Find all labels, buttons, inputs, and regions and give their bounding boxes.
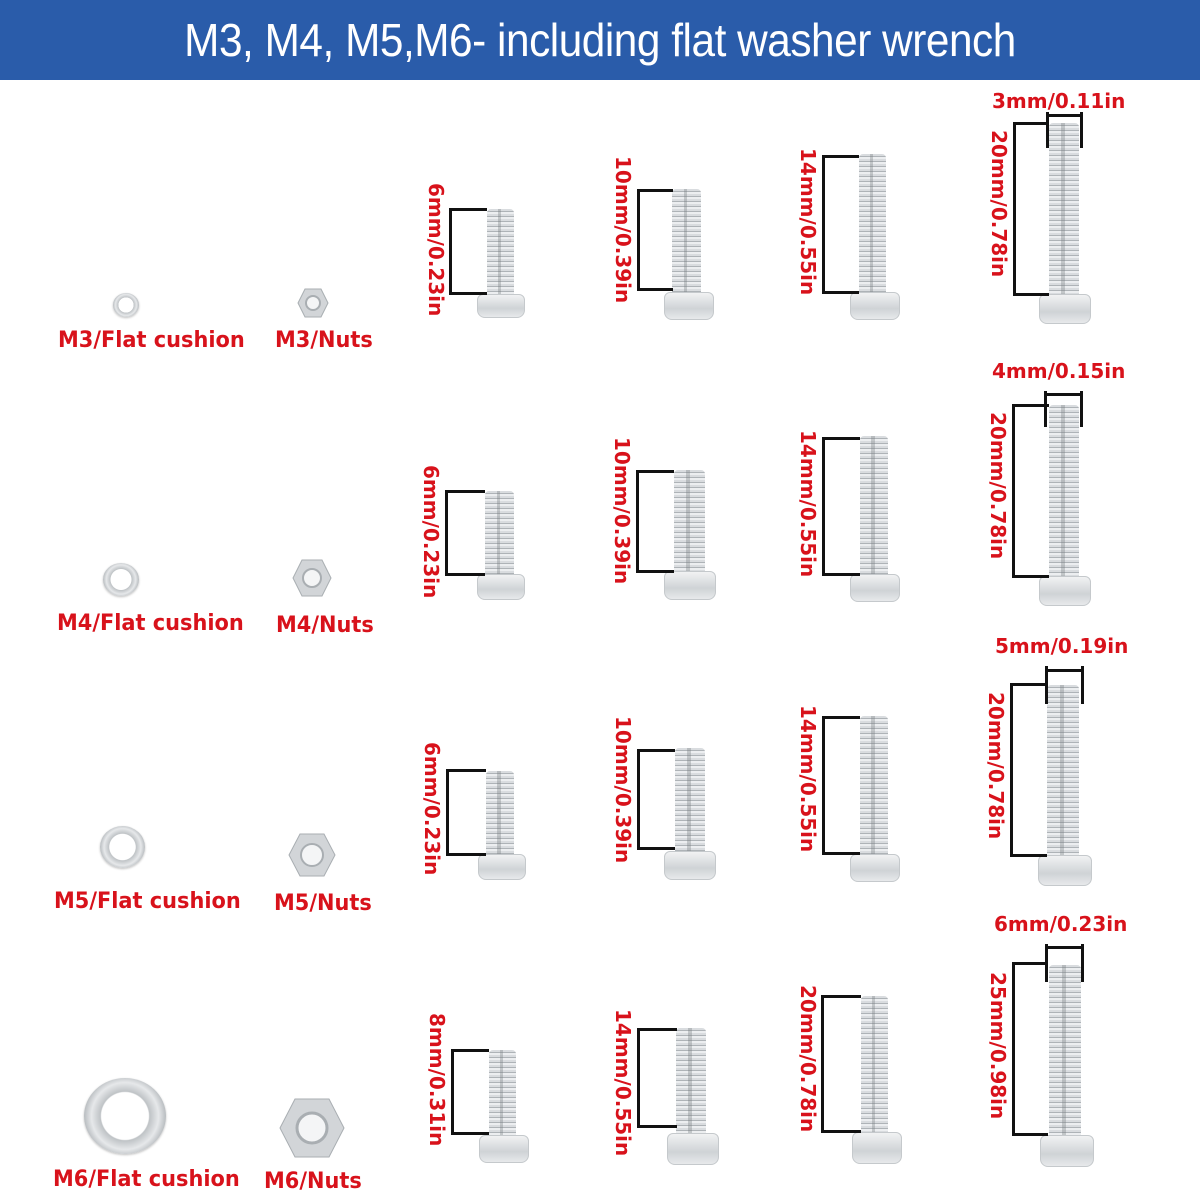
washer-label-m6: M6/Flat cushion xyxy=(53,1167,240,1192)
washer-label-m3: M3/Flat cushion xyxy=(58,328,245,353)
dimension-line xyxy=(1012,1133,1048,1136)
dimension-line xyxy=(637,288,673,291)
dimension-line xyxy=(822,155,859,158)
length-label: 14mm/0.55in xyxy=(796,705,820,853)
dimension-line xyxy=(1010,683,1047,686)
dimension-line xyxy=(637,1028,677,1031)
dimension-line xyxy=(636,470,639,572)
dimension-line xyxy=(822,437,825,575)
washer-m3-image xyxy=(113,293,139,317)
washer-m4-image xyxy=(103,563,139,596)
diameter-label: 4mm/0.15in xyxy=(992,359,1126,383)
dimension-line xyxy=(1013,122,1016,295)
length-label: 10mm/0.39in xyxy=(611,716,635,864)
dimension-line xyxy=(821,995,861,998)
diameter-label: 3mm/0.11in xyxy=(992,89,1126,113)
dimension-line xyxy=(451,1049,454,1134)
dimension-line xyxy=(1081,944,1084,982)
dimension-line xyxy=(1045,669,1083,672)
dimension-line xyxy=(449,208,487,211)
dimension-line xyxy=(446,769,486,772)
dimension-line xyxy=(1081,666,1084,704)
dimension-line xyxy=(822,852,860,855)
dimension-line xyxy=(637,749,640,849)
nut-m6-image xyxy=(279,1098,345,1158)
dimension-line xyxy=(1046,112,1049,148)
dimension-line xyxy=(1045,944,1048,982)
length-label: 14mm/0.55in xyxy=(611,1009,635,1157)
dimension-line xyxy=(1012,404,1015,577)
length-label: 20mm/0.78in xyxy=(987,130,1011,278)
nut-label-m3: M3/Nuts xyxy=(275,328,373,353)
washer-m5-image xyxy=(100,826,145,868)
dimension-line xyxy=(1080,391,1083,427)
dimension-line xyxy=(451,1049,489,1052)
washer-label-m5: M5/Flat cushion xyxy=(54,889,241,914)
dimension-line xyxy=(821,995,824,1132)
washer-label-m4: M4/Flat cushion xyxy=(57,611,244,636)
dimension-line xyxy=(1044,391,1047,427)
dimension-line xyxy=(821,1130,861,1133)
nut-label-m5: M5/Nuts xyxy=(274,891,372,916)
title-banner: M3, M4, M5,M6- including flat washer wre… xyxy=(0,0,1200,80)
dimension-line xyxy=(1010,854,1047,857)
length-label: 10mm/0.39in xyxy=(611,156,635,304)
dimension-line xyxy=(1010,683,1013,856)
nut-m4-image xyxy=(292,559,332,597)
dimension-line xyxy=(822,155,825,293)
length-label: 20mm/0.78in xyxy=(984,692,1008,840)
dimension-line xyxy=(822,573,860,576)
dimension-line xyxy=(637,847,675,850)
dimension-line xyxy=(1013,122,1049,125)
dimension-line xyxy=(451,1132,489,1135)
dimension-line xyxy=(822,437,860,440)
dimension-line xyxy=(637,189,673,192)
length-label: 6mm/0.23in xyxy=(424,183,448,317)
dimension-line xyxy=(1012,404,1049,407)
dimension-line xyxy=(1045,946,1083,949)
length-label: 20mm/0.78in xyxy=(796,985,820,1133)
dimension-line xyxy=(637,1028,640,1126)
dimension-line xyxy=(822,716,860,719)
washer-m6-image xyxy=(84,1078,166,1154)
dimension-line xyxy=(1045,666,1048,704)
dimension-line xyxy=(637,1125,677,1128)
nut-m3-image xyxy=(297,288,329,318)
length-label: 20mm/0.78in xyxy=(986,412,1010,560)
dimension-line xyxy=(822,291,859,294)
dimension-line xyxy=(637,749,675,752)
length-label: 25mm/0.98in xyxy=(986,972,1010,1120)
dimension-line xyxy=(1080,112,1083,148)
length-label: 14mm/0.55in xyxy=(796,430,820,578)
dimension-line xyxy=(637,189,640,290)
dimension-line xyxy=(1012,962,1048,965)
length-label: 10mm/0.39in xyxy=(610,437,634,585)
dimension-line xyxy=(449,292,487,295)
dimension-line xyxy=(446,853,486,856)
length-label: 14mm/0.55in xyxy=(796,148,820,296)
dimension-line xyxy=(1044,393,1082,396)
nut-m5-image xyxy=(288,833,336,877)
banner-title: M3, M4, M5,M6- including flat washer wre… xyxy=(184,14,1016,66)
length-label: 6mm/0.23in xyxy=(419,465,443,599)
dimension-line xyxy=(1012,962,1015,1135)
dimension-line xyxy=(636,570,674,573)
length-label: 8mm/0.31in xyxy=(425,1013,449,1147)
dimension-line xyxy=(1013,293,1049,296)
length-label: 6mm/0.23in xyxy=(420,742,444,876)
dimension-line xyxy=(822,716,825,854)
dimension-line xyxy=(445,490,485,493)
dimension-line xyxy=(449,208,452,294)
dimension-line xyxy=(1046,114,1082,117)
nut-label-m6: M6/Nuts xyxy=(264,1169,362,1194)
diameter-label: 6mm/0.23in xyxy=(994,912,1128,936)
dimension-line xyxy=(445,573,485,576)
diameter-label: 5mm/0.19in xyxy=(995,634,1129,658)
dimension-line xyxy=(1012,575,1049,578)
dimension-line xyxy=(445,490,448,575)
dimension-line xyxy=(446,769,449,855)
nut-label-m4: M4/Nuts xyxy=(276,613,374,638)
dimension-line xyxy=(636,470,674,473)
